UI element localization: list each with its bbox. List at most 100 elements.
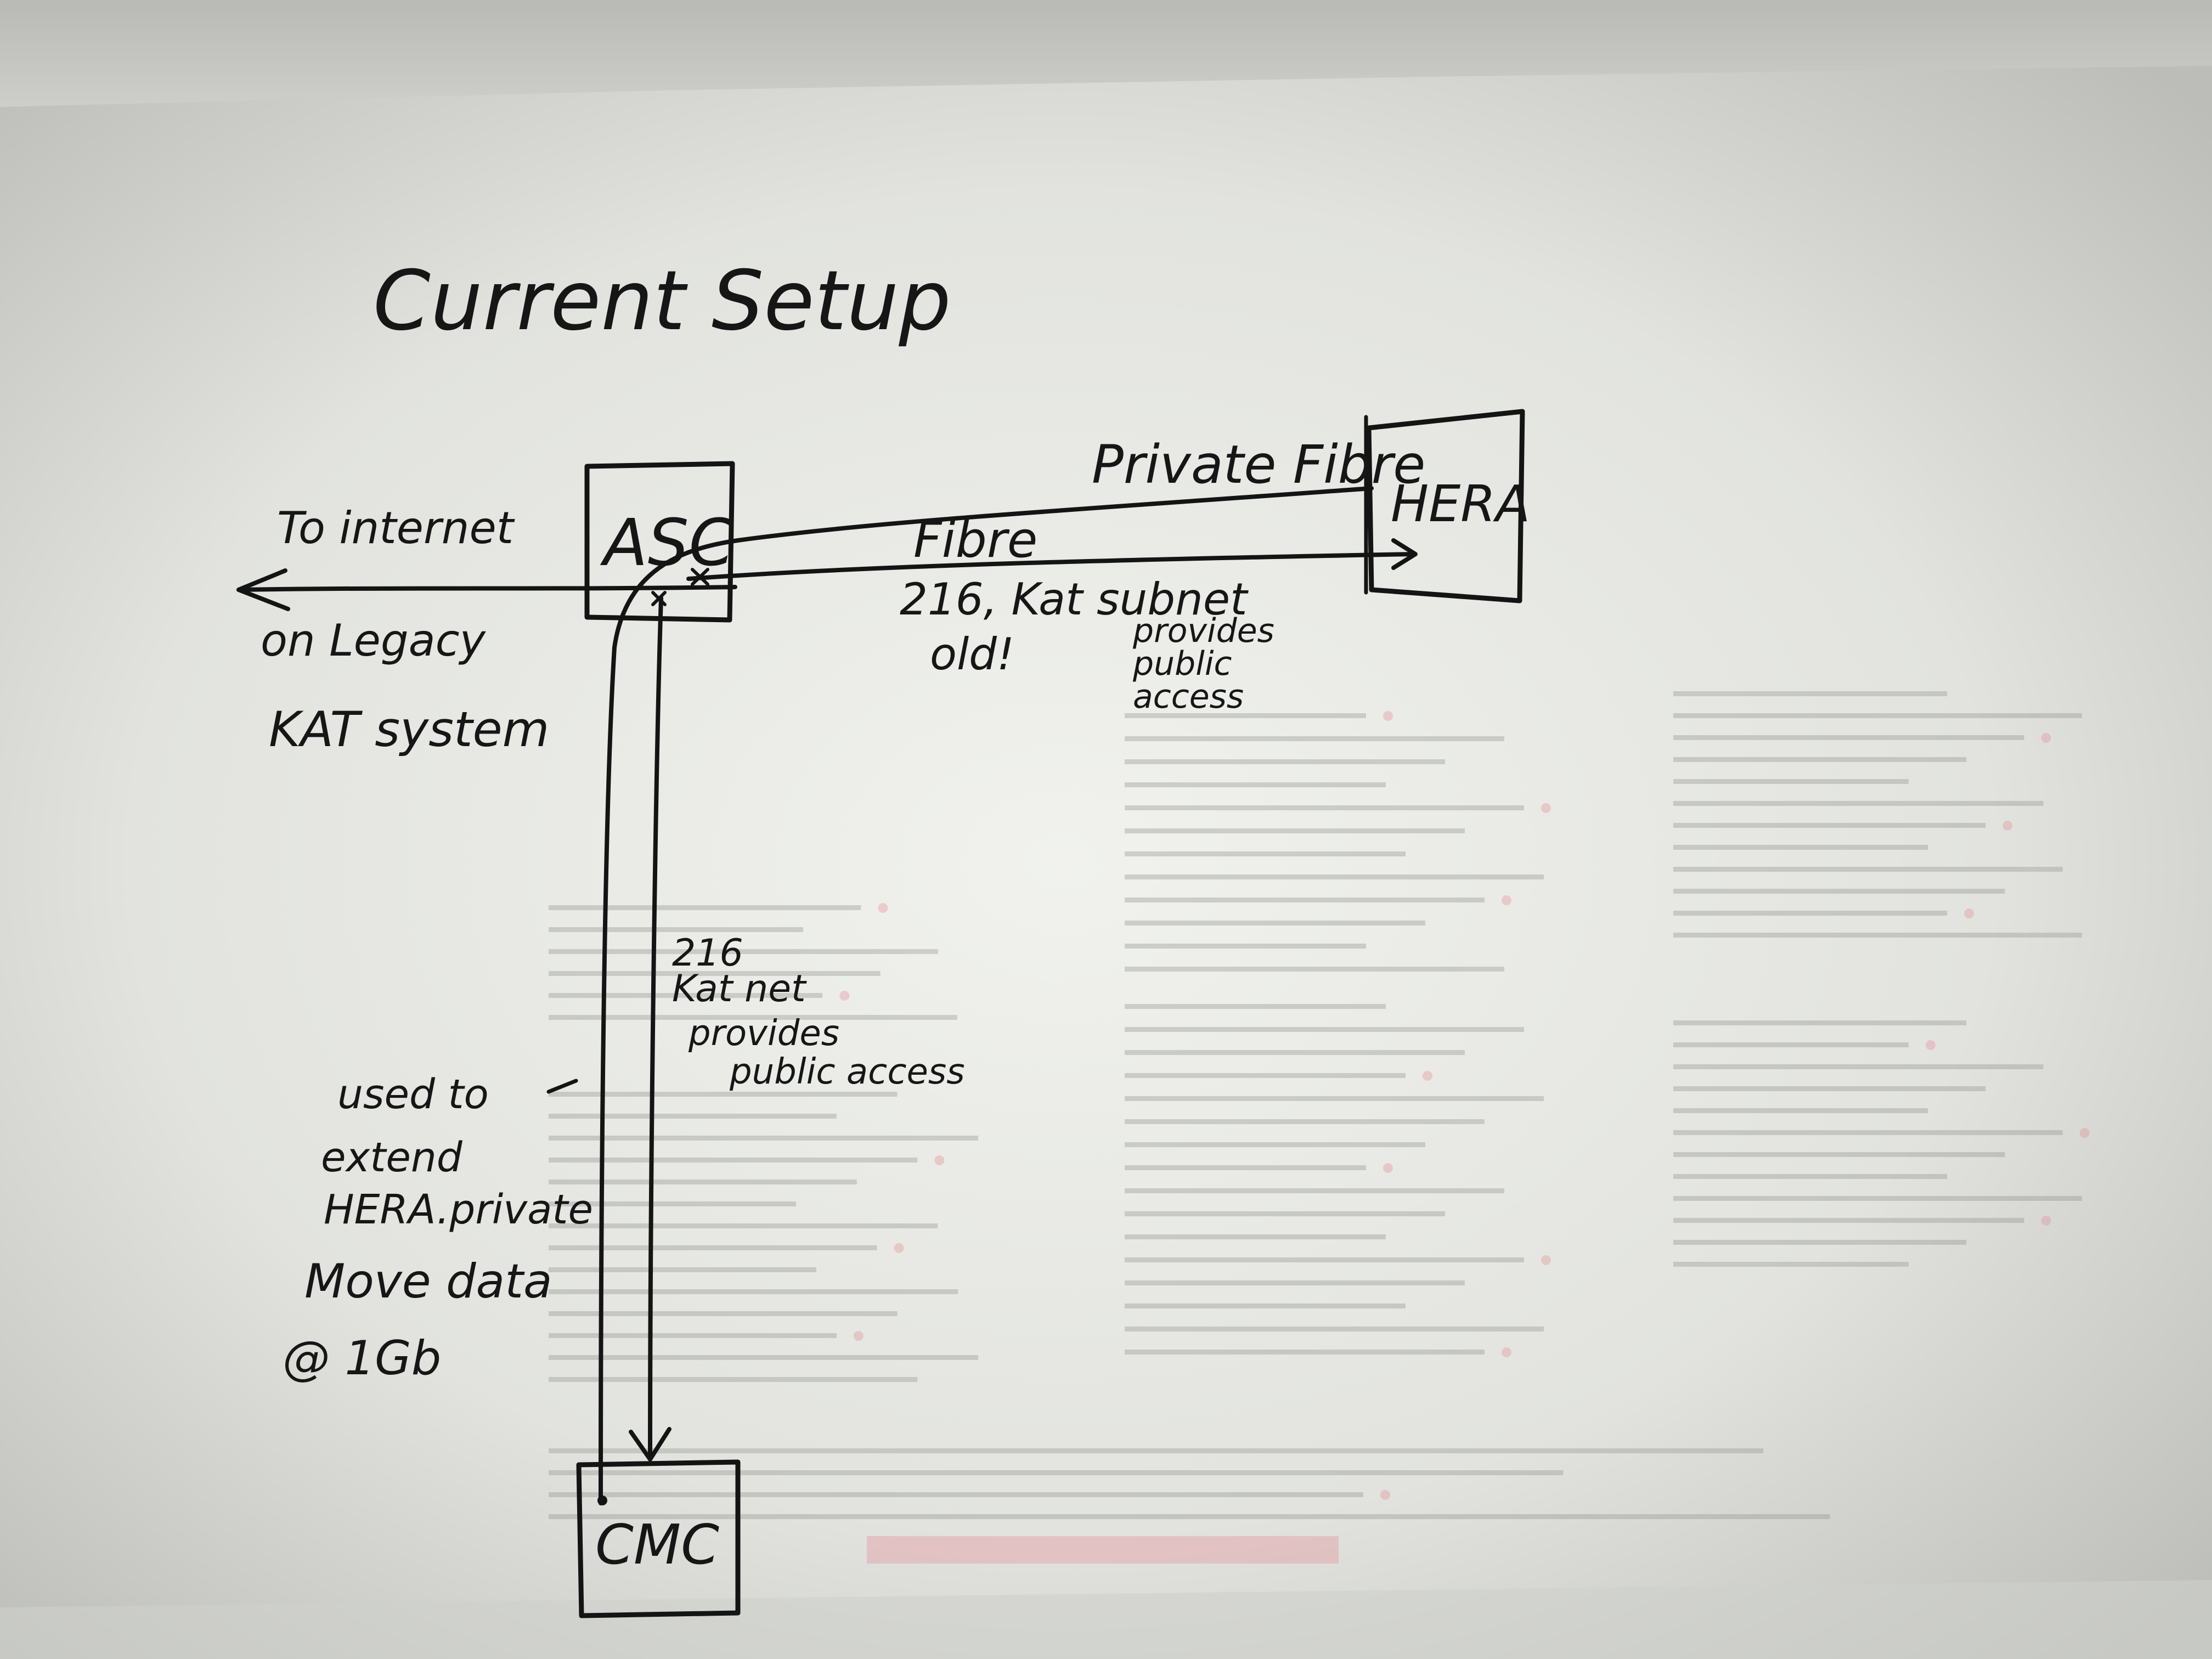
kat-net-label-line-3: provides [688, 1013, 839, 1054]
bleed-dot [1383, 711, 1393, 721]
bleed-dot [1541, 803, 1551, 813]
bleed-line [1673, 1064, 2044, 1069]
bleed-dot [2041, 733, 2051, 743]
extend-note-line-3: HERA.private [324, 1186, 593, 1233]
bleed-line [549, 1333, 837, 1338]
bleed-line [549, 1201, 796, 1206]
bleed-line [1673, 801, 2044, 806]
bleed-through-text [549, 691, 2090, 1564]
bleed-line [1125, 1257, 1524, 1262]
bleed-line [1673, 911, 1948, 916]
bleed-line [1125, 1211, 1445, 1216]
bleed-line [1673, 889, 2005, 894]
bleed-line [1125, 1073, 1406, 1078]
bleed-line [1125, 736, 1504, 741]
bleed-line [1125, 805, 1524, 810]
bleed-line [549, 1223, 938, 1228]
bleed-line [1125, 1234, 1386, 1239]
bleed-line [549, 1092, 898, 1097]
extend-note-line-4: Move data [304, 1254, 552, 1309]
fibre-label: Fibre [913, 511, 1037, 569]
bleed-line [1673, 1240, 1967, 1245]
bleed-line [1125, 1304, 1406, 1308]
bleed-line [549, 949, 938, 954]
bleed-dot [2041, 1216, 2051, 1226]
bleed-line [1673, 757, 1967, 762]
bleed-line [1673, 779, 1909, 784]
bleed-line [1125, 1280, 1465, 1285]
bleed-line [1125, 1165, 1366, 1170]
bleed-line [549, 1114, 837, 1119]
bleed-line [549, 1514, 1830, 1519]
bleed-dot [853, 1331, 864, 1341]
bleed-line [1673, 1108, 1928, 1113]
bleed-dot [1423, 1071, 1432, 1081]
bleed-line [549, 927, 804, 932]
bleed-line [1673, 1152, 2005, 1157]
bleed-line [1125, 1027, 1524, 1032]
bleed-line [549, 1448, 1763, 1453]
asc-exit-mark-2 [651, 591, 667, 606]
bleed-dot [1502, 895, 1511, 905]
bleed-line [1125, 1004, 1386, 1009]
bleed-line [1125, 898, 1485, 902]
hera-node: HERA [1364, 409, 1530, 603]
bleed-dot [1541, 1255, 1551, 1265]
bleed-line [549, 1470, 1564, 1475]
bleed-dot [894, 1243, 904, 1253]
kat-net-label-line-4: public access [729, 1052, 965, 1092]
bleed-line [1125, 967, 1504, 972]
bleed-line [549, 1311, 898, 1316]
fibre-link [686, 552, 1415, 581]
extend-note-line-2: extend [321, 1134, 463, 1181]
hera-label: HERA [1391, 475, 1530, 533]
bleed-line [1125, 1142, 1425, 1147]
fibre-access-line-2: public [1132, 645, 1232, 683]
internet-label-line-2: on Legacy [261, 615, 487, 666]
asc-box [584, 461, 735, 623]
asc-exit-mark [691, 568, 709, 586]
bleed-line [1125, 944, 1366, 949]
bleed-line [549, 1180, 857, 1184]
bleed-line [1125, 851, 1406, 856]
internet-label-line-3: KAT system [269, 701, 549, 758]
bleed-line [549, 1355, 979, 1360]
bleed-line [1673, 1020, 1967, 1025]
bleed-line [549, 971, 881, 976]
kat-net-link [648, 596, 663, 1459]
private-fibre-label: Private Fibre [1092, 434, 1425, 495]
extend-note-line-1: used to [337, 1071, 489, 1118]
bleed-line [1125, 1350, 1485, 1355]
bleed-line [1673, 1218, 2024, 1223]
internet-link [236, 585, 737, 592]
bleed-line [1125, 1327, 1544, 1331]
bleed-line [1673, 713, 2082, 718]
bleed-line [1673, 1130, 2063, 1135]
bleed-line [1673, 691, 1948, 696]
bleed-dot [934, 1155, 945, 1165]
bleed-line [1673, 1042, 1909, 1047]
bleed-line [1125, 1050, 1465, 1055]
bleed-line [1673, 823, 1986, 828]
bleed-line [549, 993, 823, 998]
bleed-line [549, 905, 861, 910]
bleed-line [1125, 759, 1445, 764]
bleed-dot [1964, 909, 1974, 918]
bleed-line [1673, 1086, 1986, 1091]
bleed-line [1673, 1196, 2082, 1201]
kat-net-label-line-2: Kat net [672, 967, 807, 1011]
bleed-line [549, 1267, 816, 1272]
bleed-line [549, 1492, 1363, 1497]
bleed-line [1125, 1096, 1544, 1101]
bleed-line [549, 1158, 918, 1163]
bleed-line [549, 1289, 958, 1294]
fibre-note-line-2: old! [930, 629, 1014, 680]
bleed-line [1673, 867, 2063, 872]
bleed-line [549, 1245, 877, 1250]
bleed-line [549, 1136, 979, 1141]
bleed-dot [1926, 1040, 1936, 1050]
bleed-line [1125, 874, 1544, 879]
bleed-line [1125, 828, 1465, 833]
